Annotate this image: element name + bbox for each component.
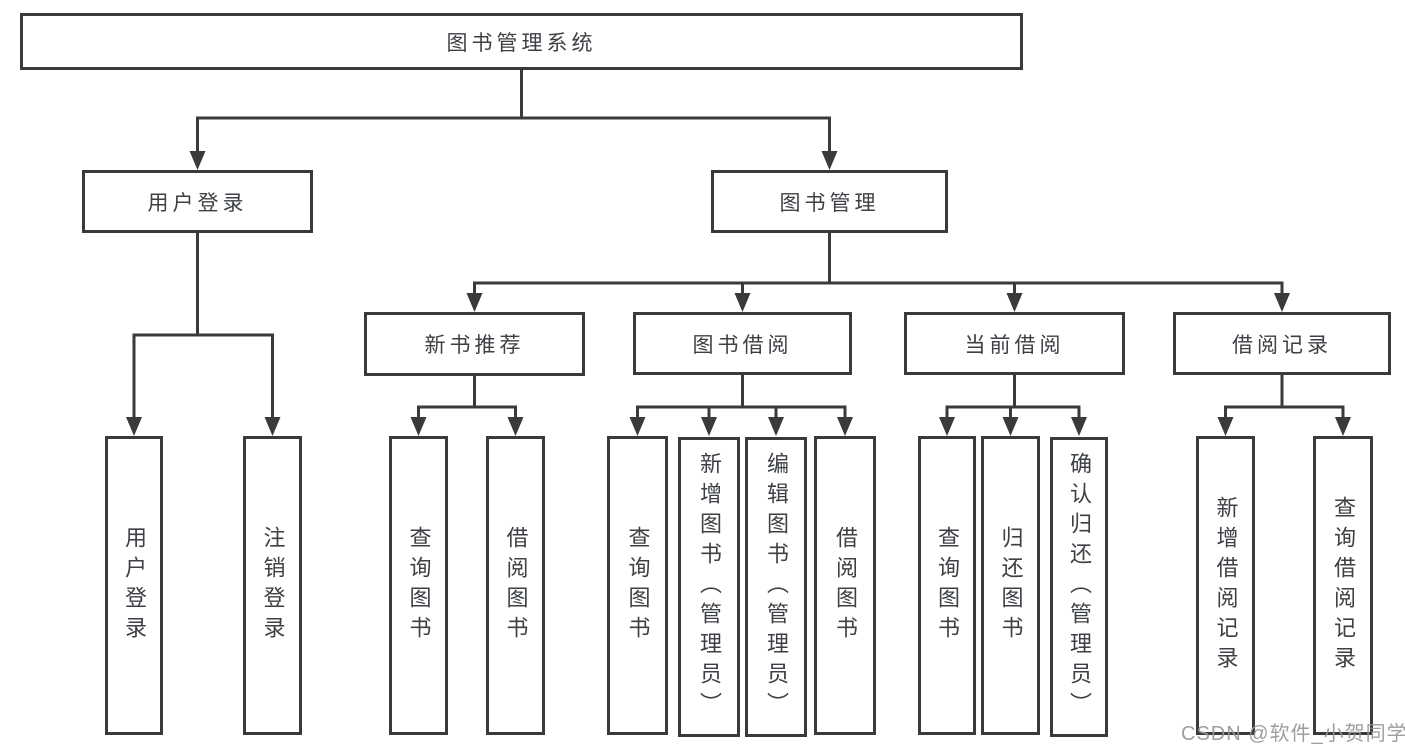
arrowhead: [1217, 417, 1234, 436]
node-label: 新增图书（管理员）: [697, 452, 722, 722]
node-label: 图书借阅: [692, 333, 793, 357]
arrowhead: [629, 417, 646, 436]
leaf-logout: 注销登录: [243, 436, 302, 735]
leaf-query-books-current: 查询图书: [918, 436, 976, 735]
connector-root-to-level1: [196, 70, 831, 153]
node-label: 图书管理: [779, 191, 880, 215]
node-label: 当前借阅: [964, 333, 1065, 357]
node-label: 新书推荐: [424, 334, 525, 357]
arrowhead: [734, 293, 751, 312]
leaf-query-borrowing-record: 查询借阅记录: [1313, 436, 1373, 735]
node-label: 用户登录: [122, 525, 147, 646]
arrowhead: [264, 417, 281, 436]
csdn-watermark: CSDN @软件_小贺同学: [1181, 723, 1405, 745]
node-current-borrowing: 当前借阅: [904, 312, 1125, 375]
node-label: 新增借阅记录: [1213, 495, 1239, 676]
node-library-management-system: 图书管理系统: [20, 13, 1023, 70]
arrowhead: [126, 417, 142, 436]
arrowhead: [821, 151, 838, 170]
node-label: 查询图书: [406, 525, 432, 646]
leaf-add-books-admin: 新增图书（管理员）: [678, 437, 740, 737]
arrowhead: [189, 151, 206, 170]
node-label: 借阅图书: [833, 525, 858, 646]
node-label: 查询图书: [625, 525, 651, 646]
node-label: 查询图书: [935, 525, 960, 646]
node-label: 借阅记录: [1232, 333, 1332, 357]
arrowhead: [1335, 417, 1351, 436]
arrowhead: [410, 417, 427, 436]
node-user-login: 用户登录: [82, 170, 313, 233]
leaf-borrow-books-recommendation: 借阅图书: [486, 436, 545, 735]
connector-book-borrowing-to-leaves: [636, 375, 847, 419]
node-book-management: 图书管理: [711, 170, 948, 233]
node-label: 用户登录: [147, 191, 248, 215]
connector-new-book-recommendation-to-leaves: [417, 376, 517, 419]
node-label: 查询借阅记录: [1331, 495, 1356, 676]
node-label: 图书管理系统: [446, 31, 597, 55]
node-label: 归还图书: [998, 525, 1024, 646]
arrowhead: [1274, 293, 1290, 312]
arrowhead: [1071, 417, 1087, 436]
leaf-borrow-books-borrowing: 借阅图书: [814, 436, 876, 735]
node-label: 确认归还（管理员）: [1067, 452, 1092, 722]
arrowheads: [126, 151, 1351, 436]
arrowhead: [507, 417, 524, 436]
node-label: 注销登录: [260, 525, 286, 646]
node-new-book-recommendation: 新书推荐: [364, 312, 585, 376]
arrowhead: [1002, 417, 1019, 436]
leaf-query-books-recommendation: 查询图书: [389, 436, 448, 735]
arrowhead: [1006, 293, 1023, 312]
node-label: 编辑图书（管理员）: [764, 452, 789, 722]
arrowhead: [837, 417, 853, 436]
leaf-edit-books-admin: 编辑图书（管理员）: [745, 437, 807, 737]
arrowhead: [939, 417, 955, 436]
arrowhead: [701, 417, 717, 436]
connector-user-login-to-leaves: [132, 233, 274, 419]
node-borrowing-records: 借阅记录: [1173, 312, 1391, 375]
arrowhead: [768, 417, 784, 436]
node-label: 借阅图书: [503, 525, 529, 646]
connector-book-management-to-level2: [473, 233, 1284, 295]
leaf-add-borrowing-record: 新增借阅记录: [1196, 436, 1255, 735]
node-book-borrowing: 图书借阅: [633, 312, 852, 375]
connector-current-borrowing-to-leaves: [945, 375, 1081, 419]
connector-borrowing-records-to-leaves: [1224, 375, 1345, 419]
arrowhead: [466, 293, 483, 312]
leaf-query-books-borrowing: 查询图书: [607, 436, 668, 735]
leaf-confirm-return-admin: 确认归还（管理员）: [1050, 437, 1108, 737]
leaf-return-books: 归还图书: [981, 436, 1040, 735]
leaf-user-login: 用户登录: [105, 436, 163, 735]
